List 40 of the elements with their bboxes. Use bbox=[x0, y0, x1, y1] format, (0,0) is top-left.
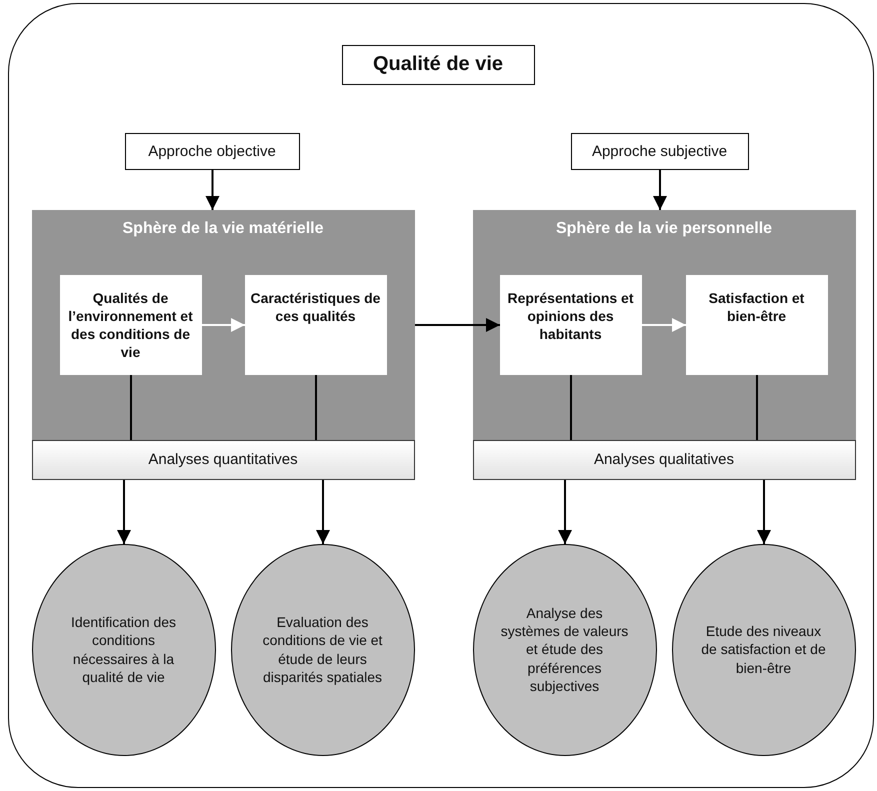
concept-box bbox=[500, 274, 642, 374]
concept-box bbox=[244, 274, 386, 374]
arrow bbox=[415, 318, 500, 332]
connector-line bbox=[315, 375, 317, 440]
arrow bbox=[202, 318, 245, 332]
concept-box bbox=[60, 274, 202, 374]
approach-label: Approche subjective bbox=[592, 142, 728, 160]
arrow bbox=[206, 170, 220, 210]
sphere-heading: Sphère de la vie personnelle bbox=[554, 220, 774, 238]
outcome-text: Identification des conditions nécessaires à la qualité de vie bbox=[70, 613, 178, 686]
approach-label: Approche objective bbox=[148, 142, 276, 160]
analysis-label: Analyses qualitatives bbox=[594, 451, 734, 468]
analysis-label: Analyses quantitatives bbox=[148, 451, 298, 468]
arrow bbox=[757, 480, 771, 544]
arrow bbox=[653, 170, 667, 210]
analysis-bar bbox=[32, 440, 414, 480]
concept-text: Caractéristiques de ces qualités bbox=[250, 288, 380, 325]
concept-box bbox=[686, 274, 828, 374]
arrow bbox=[642, 318, 686, 332]
outcome-text: Etude des niveaux de satisfaction et de bien-être bbox=[700, 622, 827, 677]
title-box bbox=[342, 44, 534, 84]
arrow bbox=[316, 480, 330, 544]
approach-box bbox=[124, 132, 300, 170]
sphere-heading: Sphère de la vie matérielle bbox=[122, 220, 324, 238]
title: Qualité de vie bbox=[372, 53, 504, 76]
concept-text: Qualités de l’environnement et des conditions de vie bbox=[67, 288, 194, 362]
connector-line bbox=[130, 375, 132, 440]
concept-text: Satisfaction et bien-être bbox=[708, 288, 806, 325]
arrow bbox=[558, 480, 572, 544]
outcome-text: Evaluation des conditions de vie et étude de leurs disparités spatiales bbox=[262, 613, 384, 686]
arrow bbox=[117, 480, 131, 544]
connector-line bbox=[756, 375, 758, 440]
concept-text: Représentations et opinions des habitants bbox=[506, 288, 635, 344]
sphere-panel bbox=[472, 210, 856, 440]
sphere-panel bbox=[32, 210, 414, 440]
connector-line bbox=[570, 375, 572, 440]
outer-frame bbox=[8, 3, 874, 788]
approach-box bbox=[570, 132, 748, 170]
outcome-text: Analyse des systèmes de valeurs et étude des préférences subjectives bbox=[500, 604, 630, 695]
analysis-bar bbox=[472, 440, 856, 480]
